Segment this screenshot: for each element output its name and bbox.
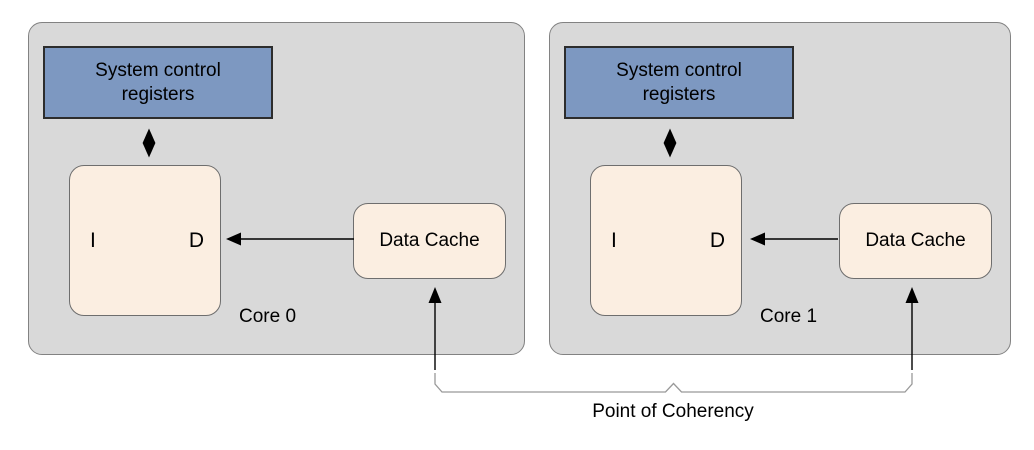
data-cache-label: Data Cache [865,230,966,251]
bidirectional-link-diamond-icon [142,128,156,158]
core-name-label: Core 1 [760,306,818,327]
system-control-registers-box: System control registers [564,46,794,119]
core-1-container: System control registers I D Data Cache … [549,22,1011,355]
data-port-label: D [709,228,725,252]
l1-cache-box: I D [69,165,221,316]
data-cache-box: Data Cache [839,203,992,279]
instruction-port-label: I [611,228,617,252]
core-name-label: Core 0 [239,306,297,327]
data-cache-box: Data Cache [353,203,506,279]
system-control-registers-box: System control registers [43,46,273,119]
system-control-registers-label: System control registers [95,60,221,105]
data-port-label: D [188,228,204,252]
data-cache-label: Data Cache [379,230,480,251]
l1-cache-box: I D [590,165,742,316]
point-of-coherency-label: Point of Coherency [592,401,754,422]
system-control-registers-label: System control registers [616,60,742,105]
core-0-container: System control registers I D Data Cache … [28,22,525,355]
bidirectional-link-diamond-icon [663,128,677,158]
instruction-port-label: I [90,228,96,252]
point-of-coherency-brace [434,373,913,393]
